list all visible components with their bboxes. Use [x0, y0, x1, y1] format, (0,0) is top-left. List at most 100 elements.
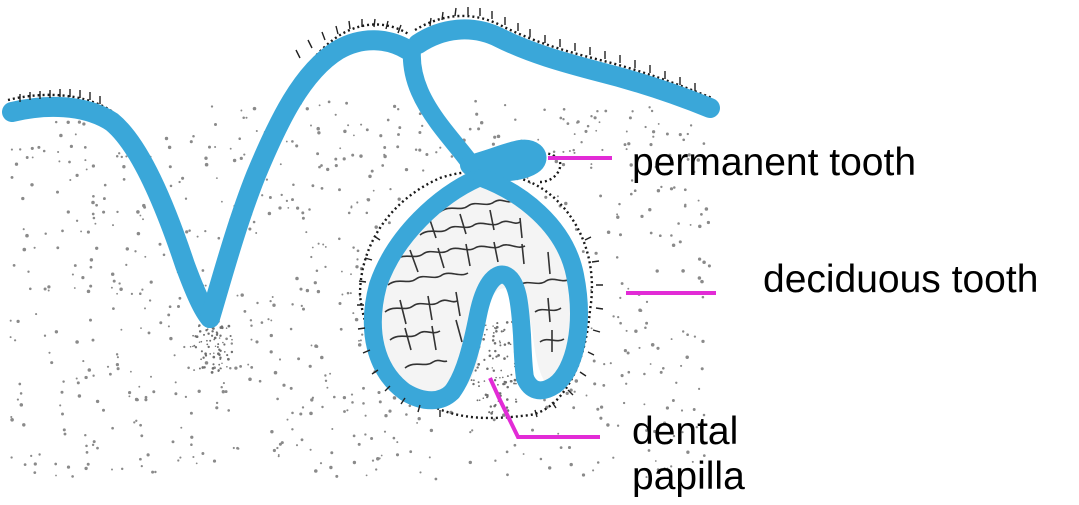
- stipple-dot: [409, 450, 412, 453]
- stipple-dot: [119, 287, 122, 290]
- stipple-dot: [21, 197, 24, 200]
- stipple-dot: [495, 330, 498, 333]
- stipple-dot: [57, 151, 59, 153]
- stipple-dot: [259, 380, 262, 383]
- stipple-dot: [599, 194, 602, 197]
- stipple-dot: [596, 408, 599, 411]
- stipple-dot: [477, 127, 480, 130]
- stipple-dot: [572, 406, 575, 409]
- stipple-dot: [270, 350, 273, 353]
- stipple-dot: [362, 387, 365, 390]
- stipple-dot: [92, 339, 95, 342]
- stipple-dot: [305, 231, 307, 233]
- stipple-dot: [504, 104, 506, 106]
- stipple-dot: [497, 354, 500, 357]
- stipple-dot: [548, 466, 551, 469]
- stipple-dot: [471, 379, 473, 381]
- stipple-dot: [659, 234, 662, 237]
- stipple-dot: [192, 456, 194, 458]
- stipple-dot: [358, 340, 360, 342]
- stipple-dot: [671, 338, 673, 340]
- stipple-dot: [111, 427, 114, 430]
- stipple-dot: [278, 206, 281, 209]
- stipple-dot: [476, 367, 478, 369]
- stipple-dot: [61, 413, 64, 416]
- stipple-dot: [240, 110, 242, 112]
- stipple-dot: [15, 163, 18, 166]
- stipple-dot: [682, 330, 684, 332]
- stipple-dot: [219, 350, 221, 352]
- stipple-dot: [504, 343, 507, 346]
- stipple-dot: [55, 475, 57, 477]
- stipple-dot: [138, 386, 140, 388]
- stipple-dot: [76, 377, 78, 379]
- stipple-dot: [347, 292, 350, 295]
- stipple-dot: [357, 249, 360, 252]
- stipple-dot: [351, 401, 354, 404]
- stipple-dot: [256, 130, 258, 132]
- stipple-dot: [429, 456, 431, 458]
- stipple-dot: [658, 123, 660, 125]
- stipple-dot: [199, 330, 202, 333]
- stipple-dot: [351, 154, 354, 157]
- stipple-dot: [397, 133, 400, 136]
- stipple-dot: [113, 280, 116, 283]
- stipple-dot: [698, 200, 700, 202]
- stipple-dot: [419, 471, 421, 473]
- stipple-dot: [76, 174, 79, 177]
- stipple-dot: [685, 355, 688, 358]
- stipple-dot: [626, 330, 628, 332]
- stipple-dot: [341, 271, 343, 273]
- permanent-tooth-bud: [470, 150, 537, 172]
- stipple-dot: [377, 391, 380, 394]
- stipple-dot: [645, 322, 648, 325]
- stipple-dot: [644, 326, 647, 329]
- stipple-dot: [286, 141, 288, 143]
- stipple-dot: [339, 147, 341, 149]
- stipple-dot: [492, 367, 493, 368]
- stipple-dot: [291, 198, 294, 201]
- stipple-dot: [439, 147, 441, 149]
- stipple-dot: [295, 277, 299, 281]
- stipple-dot: [616, 256, 619, 259]
- stipple-dot: [645, 126, 647, 128]
- stipple-dot: [177, 305, 180, 308]
- stipple-dot: [206, 343, 208, 345]
- stipple-dot: [673, 186, 676, 189]
- stipple-dot: [531, 429, 534, 432]
- stipple-dot: [201, 452, 204, 455]
- stipple-dot: [207, 332, 209, 334]
- stipple-dot: [59, 134, 63, 138]
- stipple-dot: [84, 434, 86, 436]
- stipple-dot: [239, 365, 242, 368]
- stipple-dot: [629, 116, 632, 119]
- stipple-dot: [301, 211, 304, 214]
- stipple-dot: [705, 207, 709, 211]
- stipple-dot: [261, 194, 263, 196]
- stipple-dot: [634, 189, 637, 192]
- stipple-dot: [484, 334, 486, 336]
- stipple-dot: [570, 463, 573, 466]
- stipple-dot: [359, 295, 361, 297]
- stipple-dot: [374, 225, 377, 228]
- stipple-dot: [319, 104, 321, 106]
- stipple-dot: [77, 381, 80, 384]
- label-deciduous-tooth: deciduous tooth: [763, 258, 1038, 302]
- stipple-dot: [358, 443, 361, 446]
- stipple-dot: [219, 337, 220, 338]
- stipple-dot: [619, 233, 622, 236]
- stipple-dot: [418, 149, 421, 152]
- stipple-dot: [206, 340, 208, 342]
- stipple-dot: [366, 198, 368, 200]
- stipple-dot: [507, 375, 509, 377]
- stipple-dot: [201, 350, 203, 352]
- stipple-dot: [350, 206, 352, 208]
- stipple-dot: [504, 381, 506, 383]
- stipple-dot: [672, 244, 676, 248]
- stipple-dot: [55, 330, 58, 333]
- stipple-dot: [193, 369, 195, 371]
- stipple-dot: [255, 340, 258, 343]
- stipple-dot: [93, 217, 96, 220]
- stipple-dot: [493, 418, 496, 421]
